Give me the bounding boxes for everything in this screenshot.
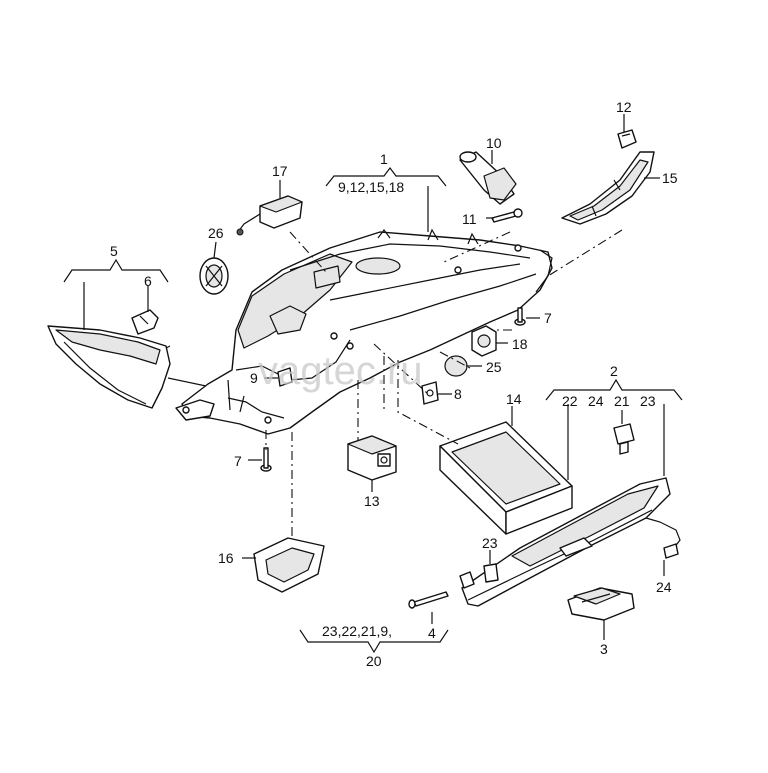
speaker-grille-part-26 [199,257,229,295]
plug-part-25 [444,355,468,377]
switch-part-13 [347,435,397,481]
callout-11: 11 [462,211,477,227]
callout-1-sublist: 9,12,15,18 [338,179,404,195]
callout-1: 1 [380,151,388,167]
callout-12: 12 [616,99,632,115]
callout-17: 17 [272,163,288,179]
air-duct-part-10 [459,151,517,205]
callout-8: 8 [454,386,462,402]
callout-2-item-23: 23 [640,393,656,409]
callout-14: 14 [506,391,522,407]
callout-13: 13 [364,493,380,509]
callout-7-upper: 7 [544,310,552,326]
cable-part-24 [645,517,681,559]
assembly-lines [265,229,623,540]
callout-15: 15 [662,170,678,186]
retainer-part-18 [471,325,497,357]
clip-part-12 [617,129,637,149]
callout-5: 5 [110,243,118,259]
callout-2-item-22: 22 [562,393,578,409]
sensor-part-17 [236,195,303,236]
callout-26: 26 [208,225,224,241]
screw-part-7-upper [514,307,526,326]
lock-part-3 [567,587,635,621]
screw-part-11 [491,208,523,223]
vent-part-16 [253,537,325,593]
callout-20: 20 [366,653,382,669]
callout-2-item-21: 21 [614,393,630,409]
watermark-text: vagtec.ru [258,349,423,393]
callout-7-lower: 7 [234,453,242,469]
bumper-part-21 [613,423,635,455]
screw-part-7-lower [260,447,272,472]
callout-6: 6 [144,273,152,289]
hinge-clip-part-23 [459,563,499,589]
callout-3: 3 [600,641,608,657]
callout-25: 25 [486,359,502,375]
glove-box-lid-part-2 [461,477,671,607]
callout-16: 16 [218,550,234,566]
hinge-pin-part-4 [408,591,449,609]
callout-9: 9 [250,370,258,386]
clip-part-9 [277,367,293,387]
callout-2-item-24: 24 [588,393,604,409]
callout-24: 24 [656,579,672,595]
left-side-cover [47,325,171,409]
callout-20-sublist: 23,22,21,9, [322,623,392,639]
callout-10: 10 [486,135,502,151]
clip-part-6 [131,309,159,335]
callout-23: 23 [482,535,498,551]
callout-18: 18 [512,336,528,352]
glove-box-housing [175,228,553,435]
trim-strip-part-15 [561,151,655,225]
callout-2: 2 [610,363,618,379]
leader-lines [63,114,683,654]
callout-4: 4 [428,625,436,641]
callout-labels: 1 9,12,15,18 2 22 24 21 23 3 4 5 6 7 7 8… [110,99,678,669]
clip-nut-part-8 [421,381,439,405]
storage-tray-part-14 [439,421,573,535]
